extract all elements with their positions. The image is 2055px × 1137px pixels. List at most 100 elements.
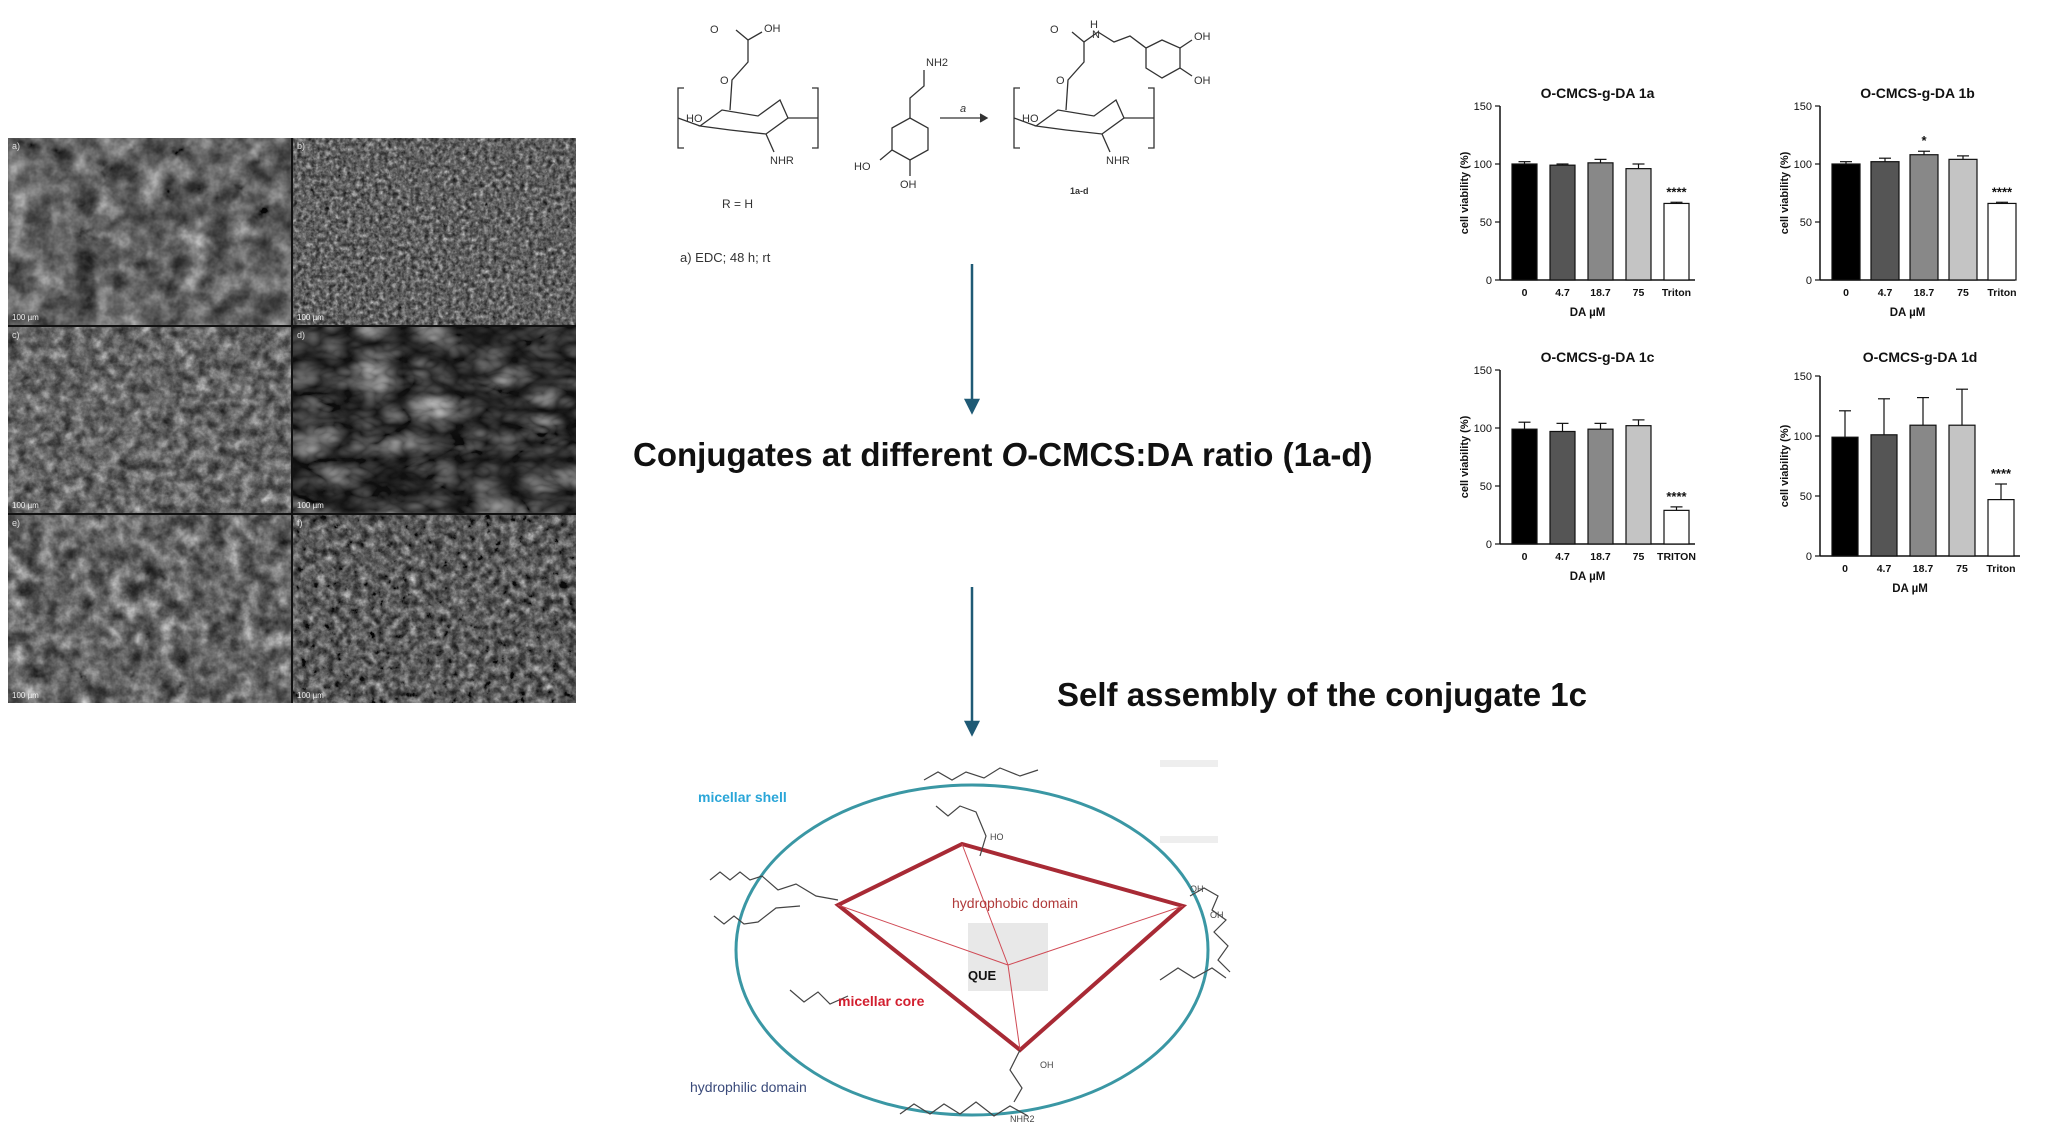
y-tick-label: 50 — [1480, 217, 1492, 229]
sem-panel-label: e) — [12, 518, 21, 528]
y-tick-label: 100 — [1794, 159, 1812, 171]
chem-label: O — [1056, 75, 1065, 87]
bar — [1909, 154, 1939, 281]
flow-arrowhead-2 — [963, 720, 981, 737]
heading-italic: O — [1001, 436, 1028, 473]
y-tick-label: 50 — [1800, 217, 1812, 229]
x-axis-label: DA µM — [1892, 583, 1928, 595]
hydrophobic-domain-label: hydrophobic domain — [952, 895, 1078, 911]
chem-label: NHR — [770, 155, 794, 167]
x-tick-label: 18.7 — [1913, 563, 1934, 575]
sem-scale-bar: 100 µm — [12, 313, 39, 322]
bar — [1831, 163, 1861, 281]
sem-panel-label: c) — [12, 330, 20, 340]
reaction-conditions: a) EDC; 48 h; rt — [680, 250, 771, 265]
hydrophilic-domain-label: hydrophilic domain — [690, 1079, 807, 1095]
bar — [1549, 164, 1576, 281]
chem-label: NHR — [1106, 155, 1130, 167]
flow-arrows — [963, 264, 981, 737]
conjugates-heading: Conjugates at different O-CMCS:DA ratio … — [633, 436, 1372, 474]
y-tick-label: 100 — [1474, 423, 1492, 435]
x-tick-label: 75 — [1633, 551, 1645, 563]
y-tick-label: 50 — [1800, 491, 1812, 503]
micellar-core-label: micellar core — [838, 993, 925, 1009]
bar — [1987, 499, 2015, 557]
chem-label: OH — [1194, 31, 1211, 43]
y-axis-label: cell viability (%) — [1779, 424, 1791, 507]
sem-panel-b: b) 100 µm — [293, 138, 576, 325]
reaction-scheme: O OH O HO NHR NH2 HO OH a O H N O HO NHR… — [677, 19, 1211, 265]
bar — [1909, 424, 1937, 557]
sem-scale-bar: 100 µm — [297, 501, 324, 510]
chem-label: HO — [990, 832, 1004, 842]
x-tick-label: 0 — [1522, 551, 1528, 563]
arrow-label: a — [960, 103, 966, 115]
significance-marker: **** — [1666, 489, 1687, 504]
chem-label: OH — [764, 23, 781, 35]
bar — [1587, 162, 1614, 281]
y-tick-label: 50 — [1480, 481, 1492, 493]
bar — [1831, 436, 1859, 557]
viability-chart-1c: O-CMCS-g-DA 1c 0 50 100 150 cell viability (%… — [1459, 349, 1696, 583]
significance-marker: **** — [1992, 184, 2013, 199]
flow-arrowhead-1 — [963, 398, 981, 415]
chem-label: OH — [1210, 910, 1224, 920]
sem-scale-bar: 100 µm — [12, 691, 39, 700]
sem-panel-label: a) — [12, 141, 21, 151]
y-tick-label: 0 — [1486, 275, 1492, 287]
chart-title: O-CMCS-g-DA 1c — [1541, 349, 1655, 365]
bar — [1625, 168, 1652, 281]
sem-panel-d: d) 100 µm — [293, 327, 576, 513]
bar — [1587, 428, 1614, 545]
x-tick-label: 75 — [1633, 287, 1645, 299]
x-axis-label: DA µM — [1570, 307, 1606, 319]
bar — [1625, 425, 1652, 545]
chem-label: N — [1092, 29, 1100, 41]
bar — [1870, 161, 1900, 281]
x-tick-label: 4.7 — [1555, 551, 1570, 563]
chart-title: O-CMCS-g-DA 1a — [1541, 85, 1655, 101]
chem-label: O — [720, 75, 729, 87]
bar — [1948, 424, 1976, 557]
que-label: QUE — [968, 968, 997, 983]
artifact-bar — [1160, 760, 1218, 767]
product-label: 1a-d — [1070, 186, 1089, 196]
x-tick-label: 75 — [1956, 563, 1968, 575]
chem-label: OH — [1040, 1060, 1054, 1070]
bar — [1663, 509, 1690, 545]
y-tick-label: 150 — [1474, 365, 1492, 377]
sem-scale-bar: 100 µm — [297, 691, 324, 700]
y-axis-label: cell viability (%) — [1779, 151, 1791, 234]
sem-panel-a: a) 100 µm — [8, 138, 291, 325]
x-axis-label: DA µM — [1570, 571, 1606, 583]
y-tick-label: 150 — [1794, 371, 1812, 383]
chem-label: O — [710, 24, 719, 36]
bar — [1663, 202, 1690, 281]
x-tick-label: 75 — [1957, 287, 1969, 299]
micellar-shell-ellipse — [734, 783, 1210, 1117]
x-tick-label: 4.7 — [1555, 287, 1570, 299]
sem-panel-label: b) — [297, 141, 306, 151]
x-tick-label: Triton — [1986, 563, 2015, 575]
bar — [1948, 158, 1978, 281]
r-group-label: R = H — [722, 197, 753, 211]
chem-label: HO — [854, 161, 871, 173]
y-axis-label: cell viability (%) — [1459, 415, 1471, 498]
artifact-bar — [1160, 836, 1218, 843]
x-tick-label: TRITON — [1657, 551, 1696, 563]
self-assembly-heading: Self assembly of the conjugate 1c — [1057, 676, 1587, 713]
y-tick-label: 100 — [1794, 431, 1812, 443]
chem-label: OH — [900, 179, 917, 191]
x-tick-label: 0 — [1522, 287, 1528, 299]
x-axis-label: DA µM — [1890, 307, 1926, 319]
sem-panel-label: d) — [297, 330, 306, 340]
significance-marker: * — [1921, 133, 1927, 148]
x-tick-label: Triton — [1662, 287, 1691, 299]
x-tick-label: 18.7 — [1590, 551, 1611, 563]
micelle-diagram: OH OH HO OH NHR2 micellar shell hydropho… — [690, 760, 1231, 1124]
sem-panel-c: c) 100 µm — [8, 327, 291, 513]
y-tick-label: 100 — [1474, 159, 1492, 171]
